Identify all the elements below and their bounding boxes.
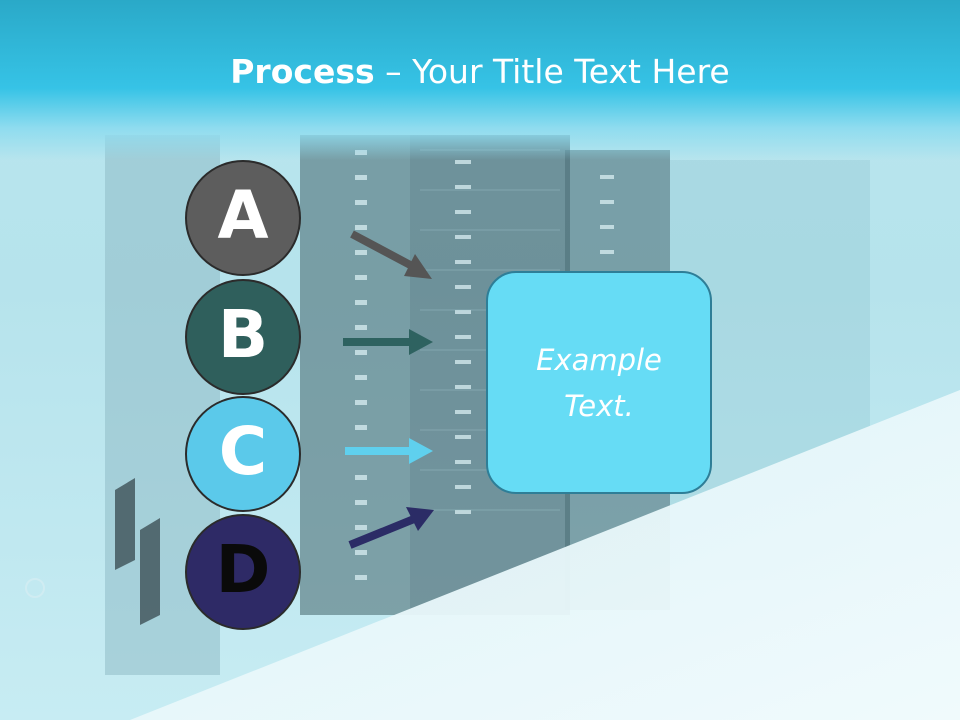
- title-banner: [0, 0, 960, 160]
- arrow-c: [345, 438, 433, 464]
- step-b-circle: B: [185, 279, 301, 395]
- title-rest: – Your Title Text Here: [374, 52, 730, 91]
- example-text-box[interactable]: Example Text.: [486, 271, 712, 494]
- step-c-circle: C: [185, 396, 301, 512]
- arrow-a: [350, 230, 432, 279]
- step-a-circle: A: [185, 160, 301, 276]
- slide-title: Process – Your Title Text Here: [0, 52, 960, 91]
- step-d-circle: D: [185, 514, 301, 630]
- title-bold: Process: [230, 52, 375, 91]
- example-text: Example Text.: [536, 342, 662, 423]
- arrow-d: [348, 507, 434, 549]
- arrow-b: [343, 329, 433, 355]
